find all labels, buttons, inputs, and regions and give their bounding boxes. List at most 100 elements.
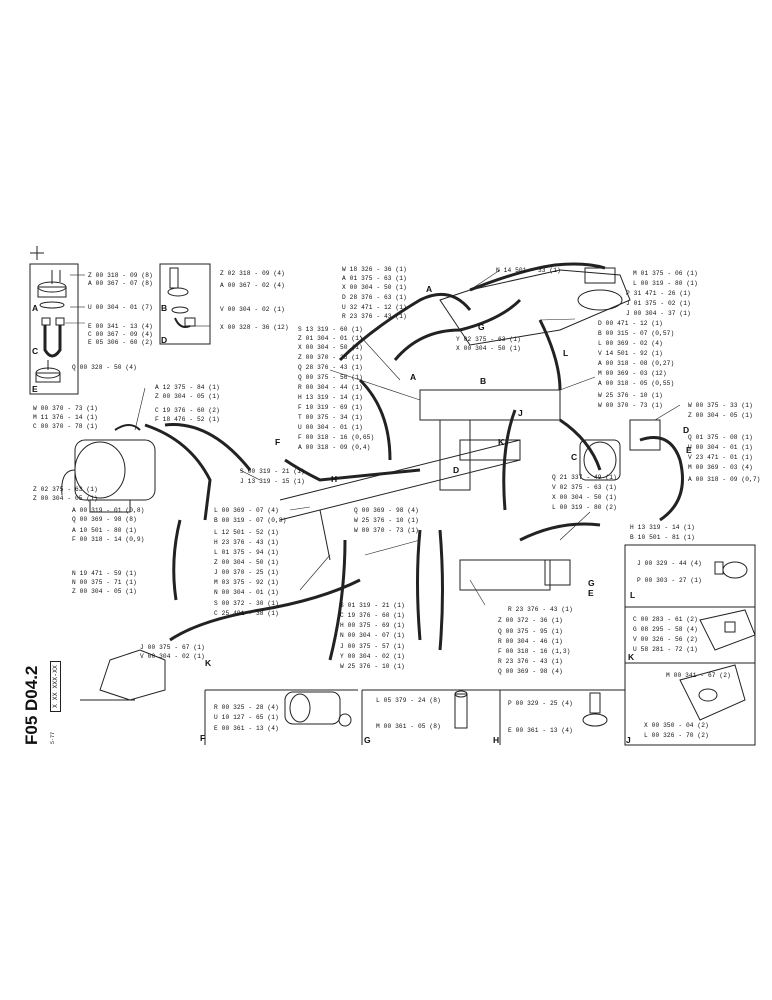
part-label: S 00 372 - 30 (1) bbox=[214, 600, 279, 607]
callout-e-lower: E bbox=[588, 588, 594, 598]
callout-b-mid: B bbox=[480, 376, 487, 386]
part-label: V 00 304 - 02 (1) bbox=[220, 306, 285, 313]
callout-a-top: A bbox=[426, 284, 433, 294]
callout-g-top: G bbox=[478, 322, 485, 332]
part-label: F 10 319 - 69 (1) bbox=[298, 404, 363, 411]
part-label: C 19 376 - 60 (2) bbox=[155, 407, 220, 414]
part-label: E 00 341 - 13 (4) bbox=[88, 323, 153, 330]
part-label: M 00 369 - 03 (4) bbox=[688, 464, 753, 471]
part-label: W 25 376 - 10 (1) bbox=[340, 663, 405, 670]
part-label: Y 00 304 - 02 (1) bbox=[340, 653, 405, 660]
part-label: W 25 376 - 10 (1) bbox=[354, 517, 419, 524]
part-label: R 00 304 - 44 (1) bbox=[298, 384, 363, 391]
part-label: N 19 471 - 59 (1) bbox=[72, 570, 137, 577]
part-label: N 00 304 - 01 (1) bbox=[214, 589, 279, 596]
part-label: H 13 319 - 14 (1) bbox=[630, 524, 695, 531]
part-label: U 10 127 - 65 (1) bbox=[214, 714, 279, 721]
section-f-letter: F bbox=[200, 733, 206, 743]
part-label: C 00 367 - 09 (4) bbox=[88, 331, 153, 338]
part-label: U 00 304 - 01 (7) bbox=[88, 304, 153, 311]
section-d-letter: D bbox=[161, 335, 168, 345]
part-label: J 13 319 - 15 (1) bbox=[240, 478, 305, 485]
part-label: F 00 318 - 16 (0,65) bbox=[298, 434, 375, 441]
part-label: M 01 375 - 06 (1) bbox=[633, 270, 698, 277]
callout-a-mid: A bbox=[410, 372, 417, 382]
callout-g-lower: G bbox=[588, 578, 595, 588]
part-label: B 00 319 - 07 (0,8) bbox=[214, 517, 287, 524]
part-label: L 00 319 - 80 (1) bbox=[633, 280, 698, 287]
part-label: R 23 376 - 43 (1) bbox=[342, 313, 407, 320]
part-label: H 00 375 - 69 (1) bbox=[340, 622, 405, 629]
part-label: X 00 304 - 50 (1) bbox=[456, 345, 521, 352]
callout-l-right: L bbox=[563, 348, 569, 358]
part-label: H 23 376 - 43 (1) bbox=[214, 539, 279, 546]
part-label: Q 00 375 - 95 (1) bbox=[498, 628, 563, 635]
part-label: E 00 361 - 13 (4) bbox=[214, 725, 279, 732]
part-label: A 00 318 - 09 (0,4) bbox=[298, 444, 371, 451]
part-label: J 00 375 - 67 (1) bbox=[140, 644, 205, 651]
part-label: M 00 361 - 05 (8) bbox=[376, 723, 441, 730]
part-label: E 00 361 - 13 (4) bbox=[508, 727, 573, 734]
part-label: Z 00 372 - 36 (1) bbox=[498, 617, 563, 624]
part-label: Z 00 304 - 05 (1) bbox=[688, 412, 753, 419]
part-label: Q 00 369 - 98 (4) bbox=[498, 668, 563, 675]
part-label: Q 00 328 - 50 (4) bbox=[72, 364, 137, 371]
section-k-letter: K bbox=[628, 652, 635, 662]
sheet-reference: F05 D04.2 bbox=[22, 665, 41, 745]
part-label: X 00 304 - 50 (1) bbox=[342, 284, 407, 291]
part-label: F 00 318 - 16 (1,3) bbox=[498, 648, 571, 655]
part-label: N 00 304 - 07 (1) bbox=[340, 632, 405, 639]
part-label: F 18 476 - 52 (1) bbox=[155, 416, 220, 423]
part-label: M 03 375 - 92 (1) bbox=[214, 579, 279, 586]
part-label: S 01 319 - 21 (1) bbox=[340, 602, 405, 609]
part-label: A 00 367 - 02 (4) bbox=[220, 282, 285, 289]
section-j-letter: J bbox=[626, 735, 631, 745]
part-label: X 00 350 - 04 (2) bbox=[644, 722, 709, 729]
callout-e-right: E bbox=[686, 445, 692, 455]
part-label: B 10 501 - 81 (1) bbox=[630, 534, 695, 541]
part-label: Z 00 304 - 05 (1) bbox=[155, 393, 220, 400]
part-label: W 00 370 - 73 (1) bbox=[33, 405, 98, 412]
part-label: W 25 376 - 10 (1) bbox=[598, 392, 663, 399]
section-g-letter: G bbox=[364, 735, 371, 745]
part-label: M 11 376 - 14 (1) bbox=[33, 414, 98, 421]
part-label: Z 01 304 - 01 (1) bbox=[298, 335, 363, 342]
section-b-letter: B bbox=[161, 303, 168, 313]
part-label: Y 02 375 - 63 (1) bbox=[456, 336, 521, 343]
part-label: J 01 375 - 02 (1) bbox=[626, 300, 691, 307]
part-label: A 10 501 - 80 (1) bbox=[72, 527, 137, 534]
part-label: M 00 369 - 03 (12) bbox=[598, 370, 667, 377]
part-label: L 00 369 - 02 (4) bbox=[598, 340, 663, 347]
part-label: M 00 341 - 67 (2) bbox=[666, 672, 731, 679]
part-label: Q 21 337 - 49 (1) bbox=[552, 474, 617, 481]
part-label: A 01 375 - 63 (1) bbox=[342, 275, 407, 282]
part-label: Q 00 369 - 98 (4) bbox=[354, 507, 419, 514]
part-label: R 23 376 - 43 (1) bbox=[508, 606, 573, 613]
part-label: T 00 375 - 34 (1) bbox=[298, 414, 363, 421]
part-label: L 00 319 - 80 (2) bbox=[552, 504, 617, 511]
part-label: Z 02 318 - 09 (4) bbox=[220, 270, 285, 277]
part-label: B 00 315 - 07 (0,57) bbox=[598, 330, 675, 337]
part-label: W 18 326 - 36 (1) bbox=[342, 266, 407, 273]
part-label: C 25 491 - 38 (1) bbox=[214, 610, 279, 617]
section-a-letter: A bbox=[32, 303, 39, 313]
part-label: G 08 295 - 58 (4) bbox=[633, 626, 698, 633]
part-label: X 00 328 - 36 (12) bbox=[220, 324, 289, 331]
callout-d-right: D bbox=[683, 425, 690, 435]
part-label: F 00 318 - 14 (0,9) bbox=[72, 536, 145, 543]
callout-c-right: C bbox=[571, 452, 578, 462]
part-label: Q 00 369 - 98 (8) bbox=[72, 516, 137, 523]
sheet-date: 5-77 bbox=[50, 731, 56, 744]
section-e-letter: E bbox=[32, 384, 38, 394]
part-label: A 00 318 - 05 (0,55) bbox=[598, 380, 675, 387]
section-h-letter: H bbox=[493, 735, 500, 745]
part-label: P 31 471 - 26 (1) bbox=[626, 290, 691, 297]
callout-j-center: J bbox=[518, 408, 523, 418]
part-label: E 05 306 - 60 (2) bbox=[88, 339, 153, 346]
part-label: Q 01 375 - 08 (1) bbox=[688, 434, 753, 441]
part-label: R 23 376 - 43 (1) bbox=[498, 658, 563, 665]
part-label: S 00 319 - 21 (1) bbox=[240, 468, 305, 475]
part-label: U 32 471 - 12 (1) bbox=[342, 304, 407, 311]
part-label: V 23 471 - 01 (1) bbox=[688, 454, 753, 461]
